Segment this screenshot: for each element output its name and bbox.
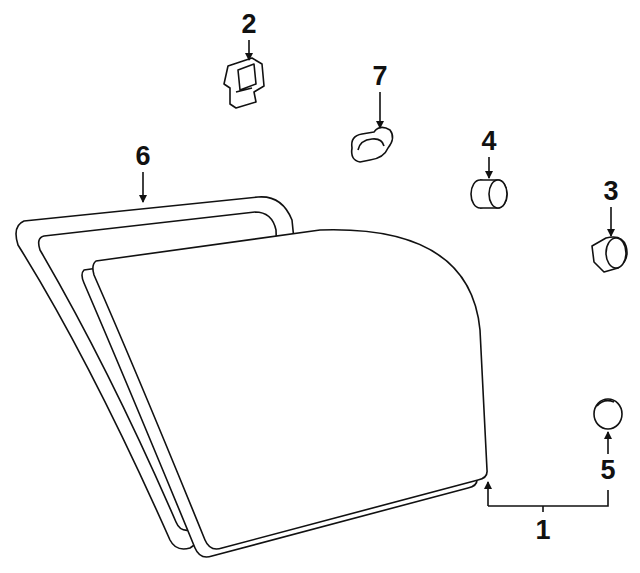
callout-number: 4 [480,128,497,155]
callout-number: 5 [599,457,616,484]
pad-part [594,399,622,429]
quarter-glass [93,230,487,549]
retainer-part [352,127,393,162]
leader-lines [143,40,611,512]
callout-number: 7 [371,63,388,90]
stud-part [592,237,627,272]
callout-number: 3 [602,178,619,205]
callout-number: 6 [134,143,151,170]
callout-number: 2 [240,11,257,38]
clip-part [224,58,264,108]
callout-number: 1 [534,517,551,544]
